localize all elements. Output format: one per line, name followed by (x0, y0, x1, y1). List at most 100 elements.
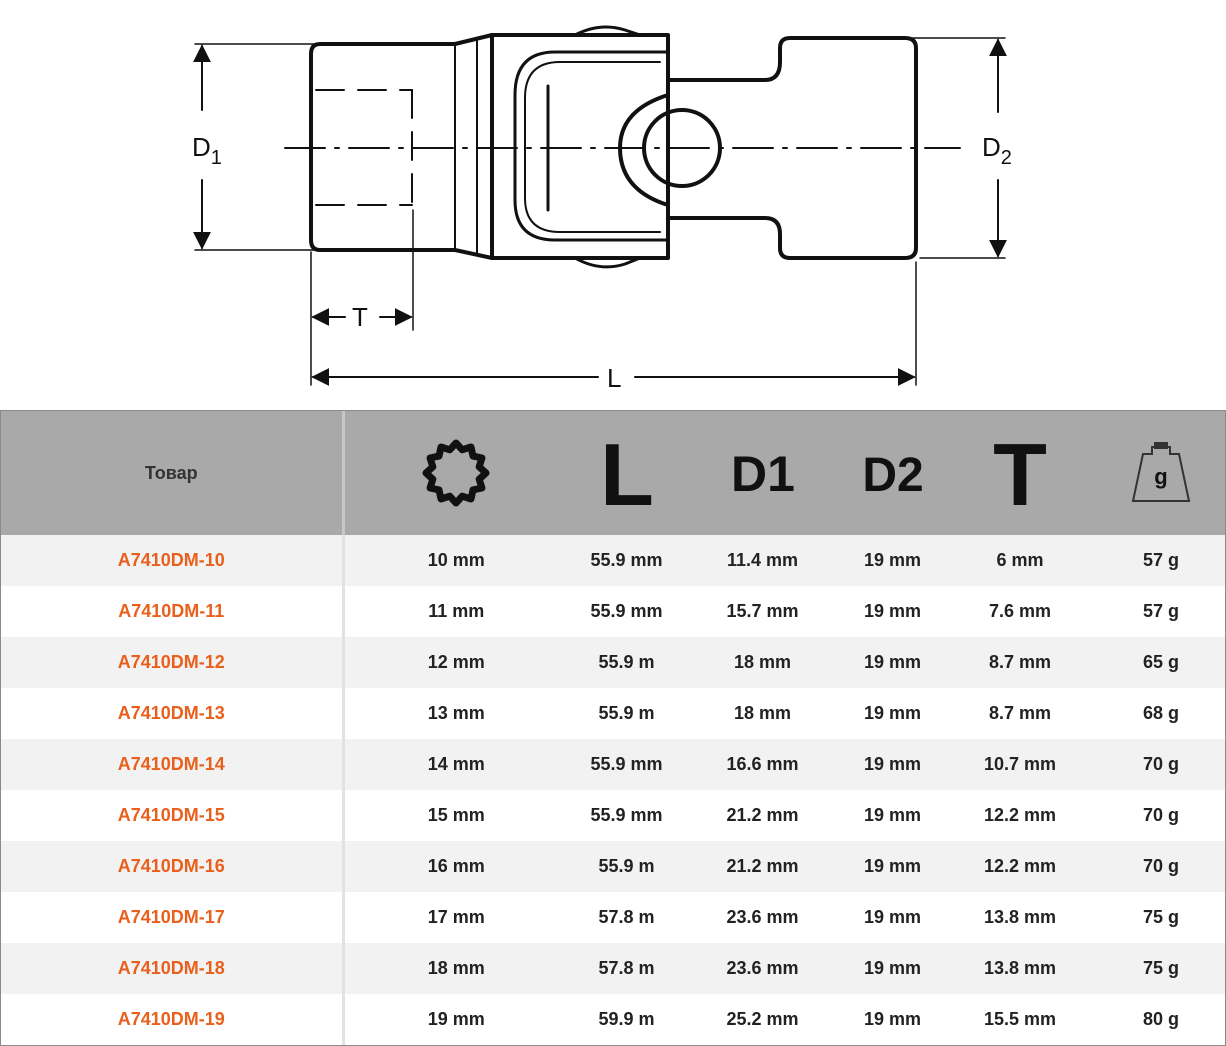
d1-label: D1 (192, 132, 222, 169)
cell-t: 8.7 mm (945, 688, 1095, 739)
svg-text:T: T (993, 435, 1047, 511)
cell-d2: 19 mm (840, 586, 945, 637)
cell-size: 12 mm (343, 637, 568, 688)
spec-table: Товар L D1 (1, 411, 1225, 1045)
cell-d1: 23.6 mm (685, 892, 840, 943)
cell-d2: 19 mm (840, 637, 945, 688)
weight-icon: g (1131, 442, 1191, 502)
d1-icon: D1 (731, 446, 795, 502)
cell-size: 16 mm (343, 841, 568, 892)
universal-joint-socket-drawing: D1 D2 T L (192, 25, 1012, 393)
cell-d1: 25.2 mm (685, 994, 840, 1045)
spec-table-container: Товар L D1 (0, 410, 1226, 1046)
cell-d1: 21.2 mm (685, 790, 840, 841)
cell-t: 15.5 mm (945, 994, 1095, 1045)
svg-text:D1: D1 (731, 446, 795, 502)
cell-weight: 70 g (1095, 841, 1225, 892)
cell-d1: 23.6 mm (685, 943, 840, 994)
twelve-point-socket-icon (422, 439, 490, 507)
cell-t: 13.8 mm (945, 892, 1095, 943)
socket-body-outline (309, 33, 494, 260)
product-link[interactable]: A7410DM-10 (1, 535, 345, 586)
cell-d2: 19 mm (840, 688, 945, 739)
cell-length: 59.9 m (568, 994, 685, 1045)
cell-weight: 65 g (1095, 637, 1225, 688)
cell-length: 57.8 m (568, 943, 685, 994)
cell-d2: 19 mm (840, 994, 945, 1045)
cell-t: 10.7 mm (945, 739, 1095, 790)
cell-weight: 75 g (1095, 943, 1225, 994)
cell-size: 14 mm (343, 739, 568, 790)
cell-t: 13.8 mm (945, 943, 1095, 994)
cell-size: 15 mm (343, 790, 568, 841)
header-size (343, 411, 568, 535)
cell-d1: 15.7 mm (685, 586, 840, 637)
header-d2: D2 (840, 411, 945, 535)
product-link[interactable]: A7410DM-16 (1, 841, 345, 892)
cell-t: 6 mm (945, 535, 1095, 586)
cell-weight: 70 g (1095, 790, 1225, 841)
cell-d1: 18 mm (685, 637, 840, 688)
product-link[interactable]: A7410DM-17 (1, 892, 345, 943)
svg-text:D2: D2 (862, 449, 923, 502)
letter-l-icon: L (600, 435, 654, 511)
cell-d2: 19 mm (840, 790, 945, 841)
cell-size: 18 mm (343, 943, 568, 994)
cell-size: 19 mm (343, 994, 568, 1045)
cell-t: 7.6 mm (945, 586, 1095, 637)
product-link[interactable]: A7410DM-18 (1, 943, 345, 994)
cell-weight: 70 g (1095, 739, 1225, 790)
yoke-outline (490, 33, 670, 260)
cell-d1: 16.6 mm (685, 739, 840, 790)
cell-d1: 21.2 mm (685, 841, 840, 892)
letter-t-icon: T (993, 435, 1047, 511)
cell-d2: 19 mm (840, 841, 945, 892)
svg-text:g: g (1154, 464, 1167, 489)
cell-length: 55.9 mm (568, 586, 685, 637)
cell-size: 17 mm (343, 892, 568, 943)
product-link[interactable]: A7410DM-14 (1, 739, 345, 790)
cell-length: 55.9 m (568, 841, 685, 892)
cell-weight: 57 g (1095, 586, 1225, 637)
cell-d1: 18 mm (685, 688, 840, 739)
cell-length: 55.9 mm (568, 535, 685, 586)
header-product: Товар (1, 411, 345, 535)
table-header-row: Товар L D1 (1, 411, 1225, 535)
cell-weight: 68 g (1095, 688, 1225, 739)
product-link[interactable]: A7410DM-15 (1, 790, 345, 841)
header-length: L (568, 411, 685, 535)
cell-size: 13 mm (343, 688, 568, 739)
cell-t: 12.2 mm (945, 841, 1095, 892)
cell-d2: 19 mm (840, 739, 945, 790)
cell-size: 11 mm (343, 586, 568, 637)
cell-d2: 19 mm (840, 943, 945, 994)
product-link[interactable]: A7410DM-11 (1, 586, 345, 637)
cell-weight: 80 g (1095, 994, 1225, 1045)
d2-icon: D2 (862, 449, 923, 502)
product-link[interactable]: A7410DM-19 (1, 994, 345, 1045)
header-t: T (945, 411, 1095, 535)
cell-d1: 11.4 mm (685, 535, 840, 586)
d2-label: D2 (982, 132, 1012, 169)
cell-weight: 57 g (1095, 535, 1225, 586)
header-d1: D1 (685, 411, 840, 535)
cell-weight: 75 g (1095, 892, 1225, 943)
product-link[interactable]: A7410DM-12 (1, 637, 345, 688)
cell-length: 55.9 mm (568, 790, 685, 841)
header-weight: g (1095, 411, 1225, 535)
cell-d2: 19 mm (840, 892, 945, 943)
t-label: T (352, 302, 368, 332)
product-link[interactable]: A7410DM-13 (1, 688, 345, 739)
cell-length: 55.9 mm (568, 739, 685, 790)
technical-drawing: D1 D2 T L (0, 0, 1226, 410)
